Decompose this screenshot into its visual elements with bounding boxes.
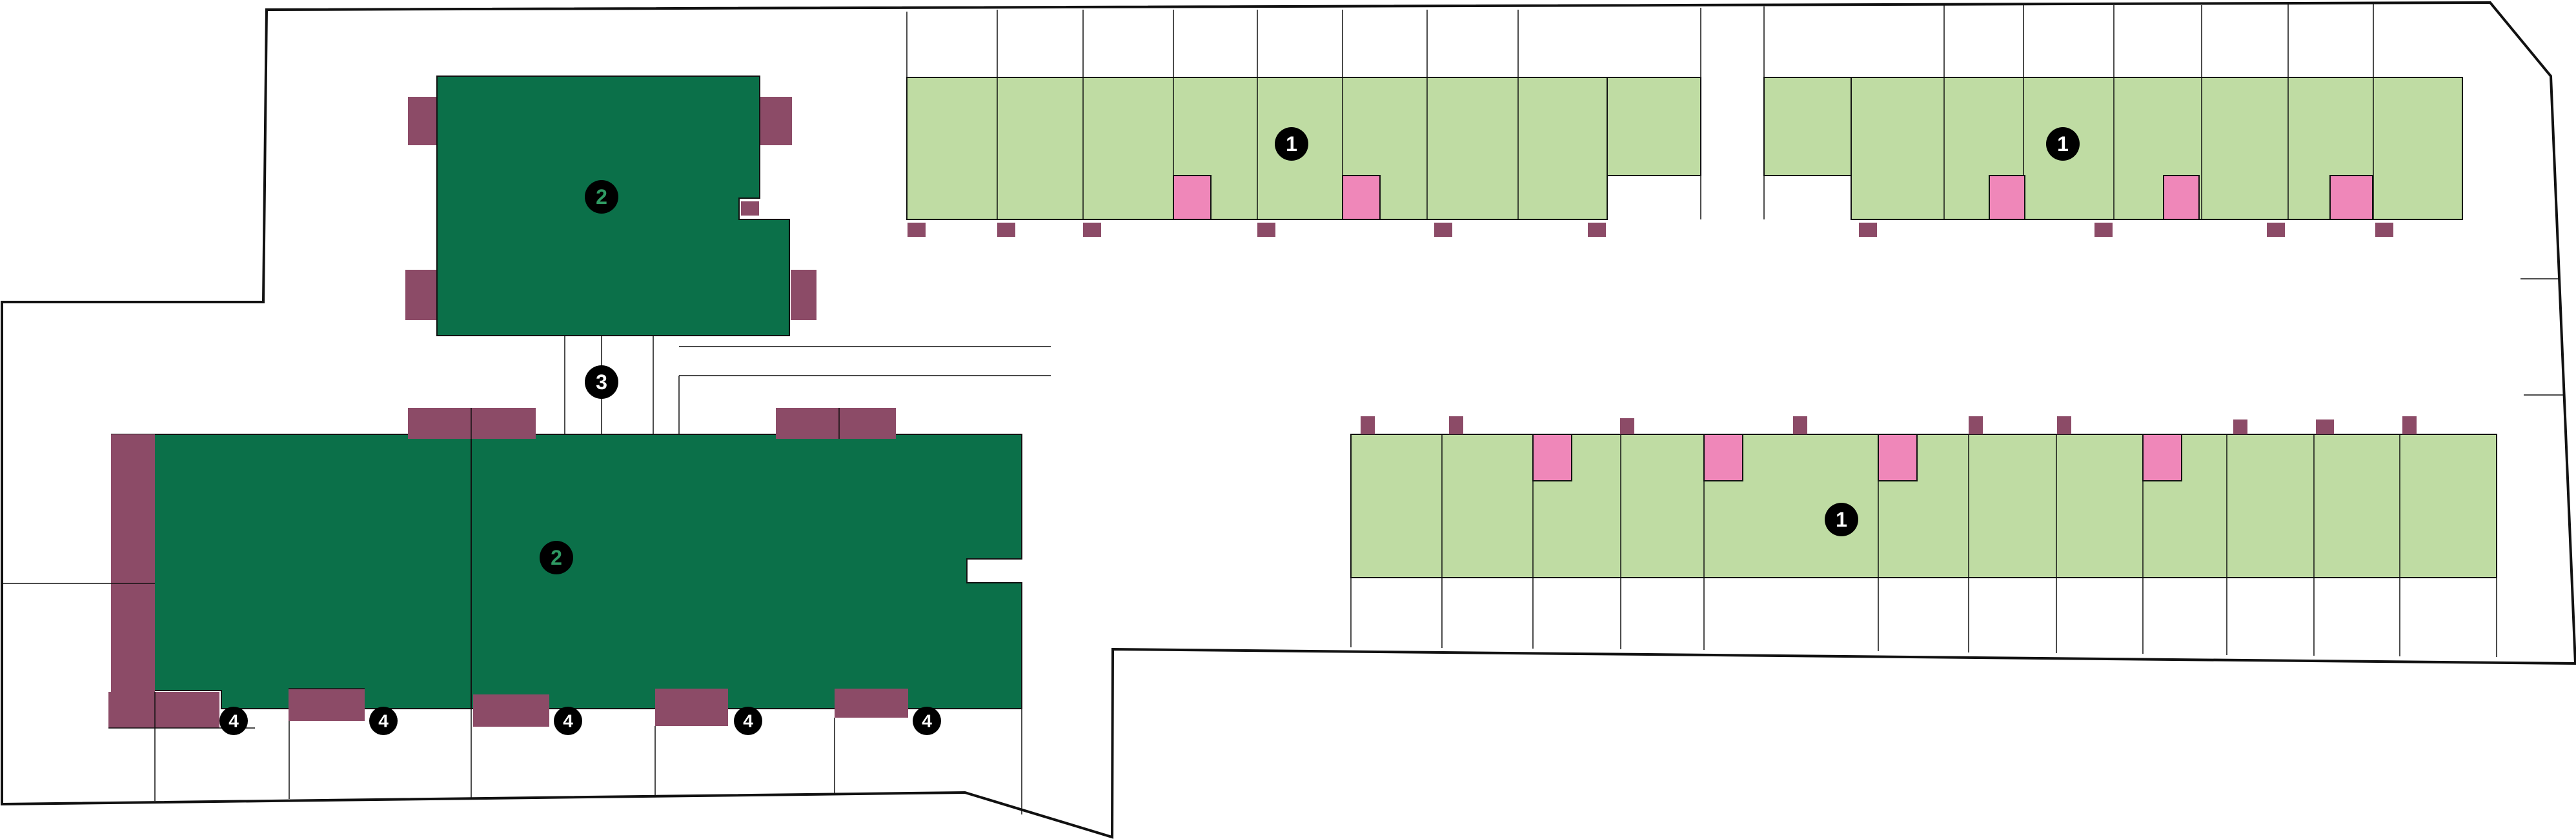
pink-entry	[2329, 175, 2373, 220]
unit-row-top-left	[906, 8, 1701, 237]
unit-row-top-right	[1763, 4, 2564, 396]
pink-entry	[1173, 175, 1212, 220]
parking-lines-south	[2, 583, 1022, 814]
marker-label: 1	[1836, 508, 1847, 531]
marker-4-canopy: 4	[554, 707, 582, 735]
plum-posts-top-right	[1859, 223, 2393, 237]
marker-4-canopy: 4	[913, 707, 941, 735]
marker-1-top-left: 1	[1275, 127, 1308, 161]
marker-label: 1	[1286, 132, 1297, 156]
marker-label: 4	[922, 711, 932, 731]
marker-4-canopy: 4	[369, 707, 398, 735]
marker-4-canopy: 4	[734, 707, 762, 735]
marker-1-top-right: 1	[2046, 127, 2080, 161]
pink-entry	[1532, 434, 1572, 481]
marker-label: 4	[563, 711, 573, 731]
marker-2-building-south: 2	[540, 541, 573, 574]
pink-entry	[1703, 434, 1743, 481]
marker-label: 1	[2057, 132, 2069, 156]
pink-entry	[2163, 175, 2200, 220]
building-south-footprint	[111, 434, 1022, 709]
marker-label: 2	[596, 185, 607, 208]
unit-top-left-end	[1607, 77, 1701, 176]
marker-label: 4	[228, 711, 239, 731]
parking-lines-bottom-right	[1350, 578, 2497, 657]
marker-1-bottom-right: 1	[1825, 503, 1858, 536]
plum-notch	[741, 201, 759, 216]
marker-label: 2	[551, 546, 562, 569]
plum-posts-top-left	[908, 223, 1606, 237]
marker-3-walkway: 3	[585, 365, 618, 399]
pink-entry	[1878, 434, 1918, 481]
unit-row-bottom-right	[1350, 416, 2497, 657]
marker-label: 4	[378, 711, 389, 731]
unit-dividers-top-right	[1943, 77, 2374, 219]
building-south	[2, 408, 1022, 814]
pink-entry	[1342, 175, 1381, 220]
plum-posts-bottom-right	[1361, 416, 2417, 434]
pink-entry	[1989, 175, 2025, 220]
marker-4-canopy: 4	[219, 707, 248, 735]
marker-label: 4	[743, 711, 753, 731]
parking-lines-top-left	[906, 8, 1701, 219]
unit-top-right-start	[1763, 77, 1852, 176]
parking-lines-top-right	[1763, 4, 2564, 396]
unit-block-bottom-right	[1350, 434, 2497, 578]
marker-label: 3	[596, 370, 607, 394]
marker-2-building-north: 2	[585, 180, 618, 214]
plum-canopies-building-south	[108, 408, 908, 728]
pink-entry	[2142, 434, 2182, 481]
